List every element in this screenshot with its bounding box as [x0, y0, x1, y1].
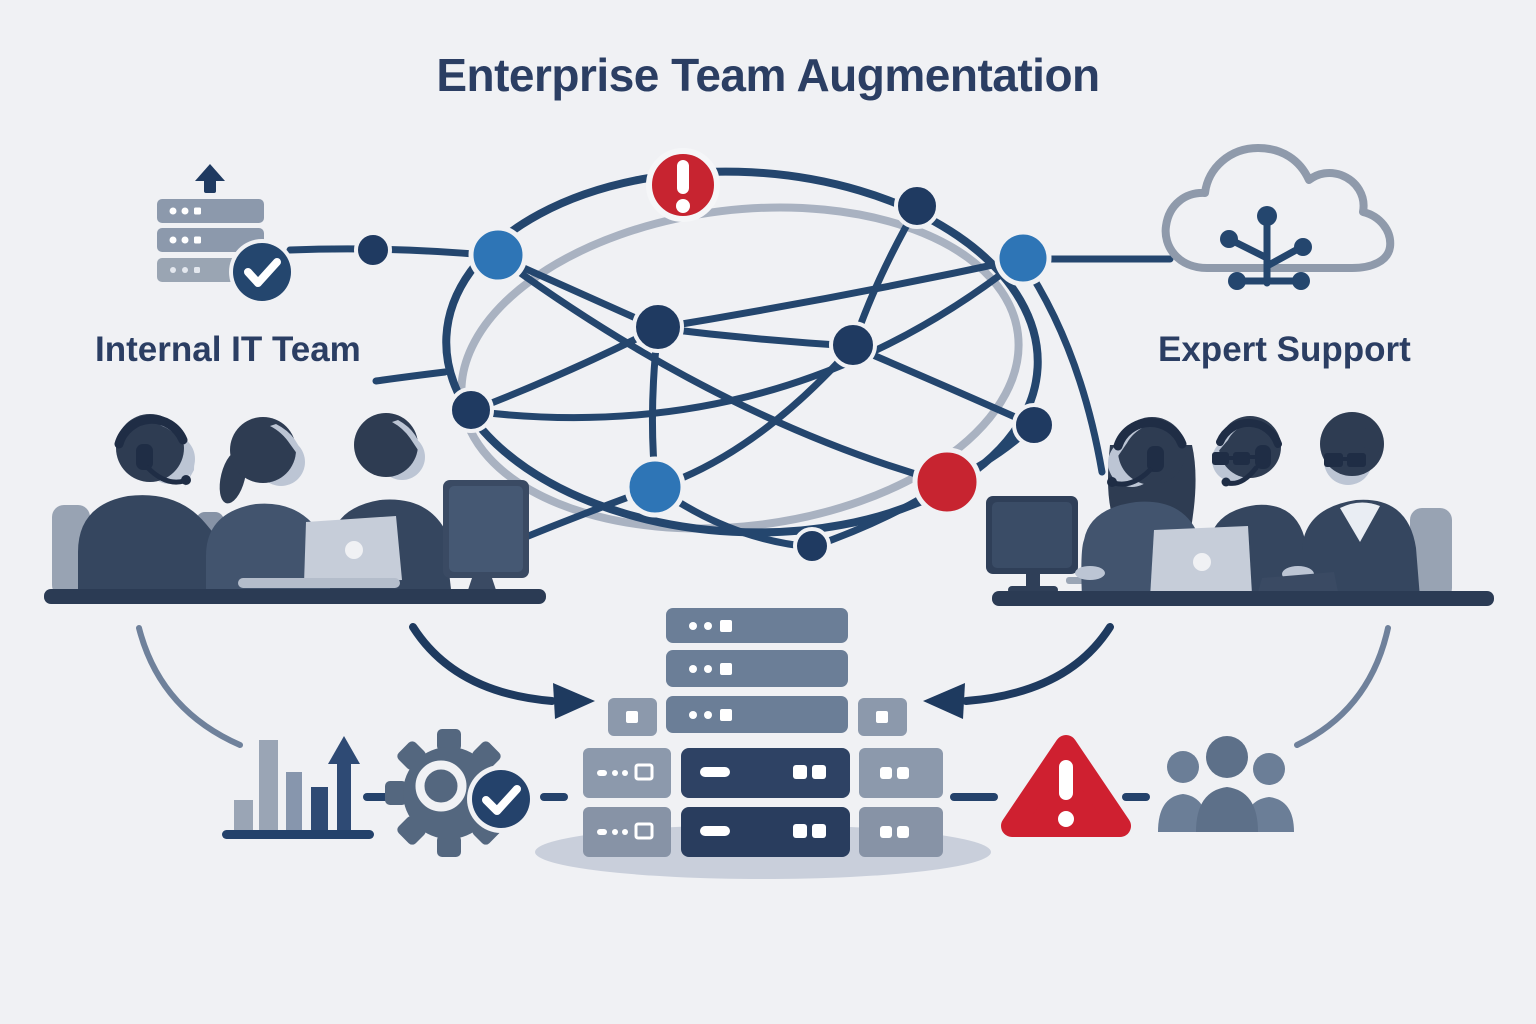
expert-support-label: Expert Support — [1158, 330, 1411, 369]
branch-glyph — [1220, 206, 1312, 290]
dark-node — [793, 527, 831, 565]
connector-dashes — [363, 793, 1150, 801]
internal-team-illustration — [44, 413, 546, 604]
flow-arrow-left — [409, 623, 556, 705]
laptop — [1142, 526, 1266, 601]
alert-node-icon — [646, 148, 720, 222]
gear-check-icon — [385, 729, 535, 857]
upload-arrow-icon — [195, 164, 225, 193]
expert-team-illustration — [986, 412, 1494, 606]
glasses — [1324, 453, 1366, 467]
monitor — [986, 496, 1078, 594]
server-rack-stack-icon — [535, 608, 991, 879]
network-mesh-diagram — [286, 148, 1174, 565]
dark-node — [354, 231, 392, 269]
cloud-network-icon — [1161, 144, 1395, 290]
stack-rack-rows — [583, 748, 943, 857]
stack-top-rows — [608, 608, 907, 736]
dark-node — [829, 321, 877, 369]
flow-curve-right — [1294, 625, 1391, 748]
blue-node — [624, 456, 686, 518]
flow-arrow-right — [962, 623, 1114, 705]
page-title: Enterprise Team Augmentation — [436, 49, 1100, 101]
red-node — [912, 447, 982, 517]
up-arrow-icon — [328, 736, 360, 764]
server-stack-icon — [157, 199, 264, 282]
blue-node — [468, 225, 528, 285]
cloud-outline — [1161, 144, 1395, 272]
blue-node — [994, 229, 1052, 287]
server-upload-check-icon — [157, 164, 295, 305]
flow-curve-left — [136, 625, 243, 748]
man-in-blazer — [1258, 412, 1420, 598]
check-circle-icon — [229, 239, 295, 305]
check-circle-icon — [467, 765, 535, 833]
desk — [992, 591, 1494, 606]
chair — [1410, 508, 1452, 600]
dark-node — [1012, 403, 1056, 447]
flow-arrows — [136, 623, 1391, 748]
team-group-icon — [1158, 736, 1294, 832]
dark-node — [632, 301, 684, 353]
warning-triangle-icon — [1001, 735, 1131, 837]
network-nodes — [354, 183, 1056, 565]
dark-node — [894, 183, 940, 229]
internal-team-label: Internal IT Team — [95, 330, 361, 369]
glasses — [1212, 452, 1258, 465]
desk — [44, 589, 546, 604]
growth-bar-chart-icon — [222, 736, 374, 839]
dark-node — [448, 387, 494, 433]
